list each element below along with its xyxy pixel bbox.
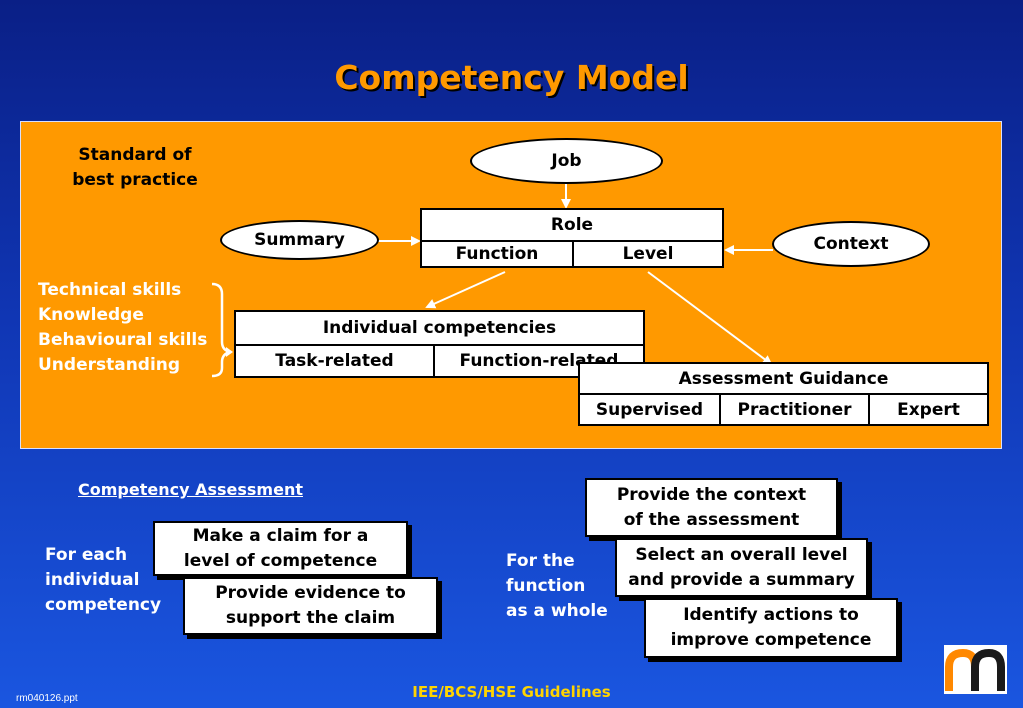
competency-assessment-heading[interactable]: Competency Assessment bbox=[78, 480, 303, 499]
function-cell: Function bbox=[420, 240, 574, 268]
m-logo-icon bbox=[944, 645, 1007, 694]
page-title: Competency Model bbox=[334, 58, 689, 97]
for-each-label: For each individual competency bbox=[45, 545, 162, 615]
level-cell: Level bbox=[572, 240, 724, 268]
skill-item: Technical skills bbox=[38, 280, 182, 300]
individual-competencies-cell: Individual competencies bbox=[234, 310, 645, 346]
evidence-box: Provide evidence to support the claim bbox=[183, 577, 438, 635]
file-label: rm040126.ppt bbox=[16, 693, 78, 704]
summary-oval: Summary bbox=[220, 220, 379, 260]
skills-brace-pointer bbox=[226, 347, 233, 357]
expert-cell: Expert bbox=[868, 393, 989, 426]
supervised-cell: Supervised bbox=[578, 393, 721, 426]
select-level-box: Select an overall level and provide a su… bbox=[615, 538, 868, 597]
context-oval: Context bbox=[772, 221, 930, 267]
skill-item: Understanding bbox=[38, 355, 181, 375]
assessment-guidance-cell: Assessment Guidance bbox=[578, 362, 989, 395]
practitioner-cell: Practitioner bbox=[719, 393, 870, 426]
arrow-role-to-assessment bbox=[647, 271, 773, 366]
footer-text: IEE/BCS/HSE Guidelines bbox=[412, 683, 611, 701]
arrow-role-to-competencies bbox=[425, 271, 506, 309]
skills-list: Technical skills Knowledge Behavioural s… bbox=[38, 278, 218, 378]
identify-actions-box: Identify actions to improve competence bbox=[644, 598, 898, 658]
task-related-cell: Task-related bbox=[234, 344, 435, 378]
role-cell: Role bbox=[420, 208, 724, 242]
skill-item: Knowledge bbox=[38, 305, 144, 325]
skill-item: Behavioural skills bbox=[38, 330, 208, 350]
job-oval: Job bbox=[470, 138, 663, 184]
for-function-label: For the function as a whole bbox=[506, 551, 608, 621]
context-assessment-box: Provide the context of the assessment bbox=[585, 478, 838, 537]
standard-label: Standard of best practice bbox=[72, 145, 198, 190]
claim-box: Make a claim for a level of competence bbox=[153, 521, 408, 576]
